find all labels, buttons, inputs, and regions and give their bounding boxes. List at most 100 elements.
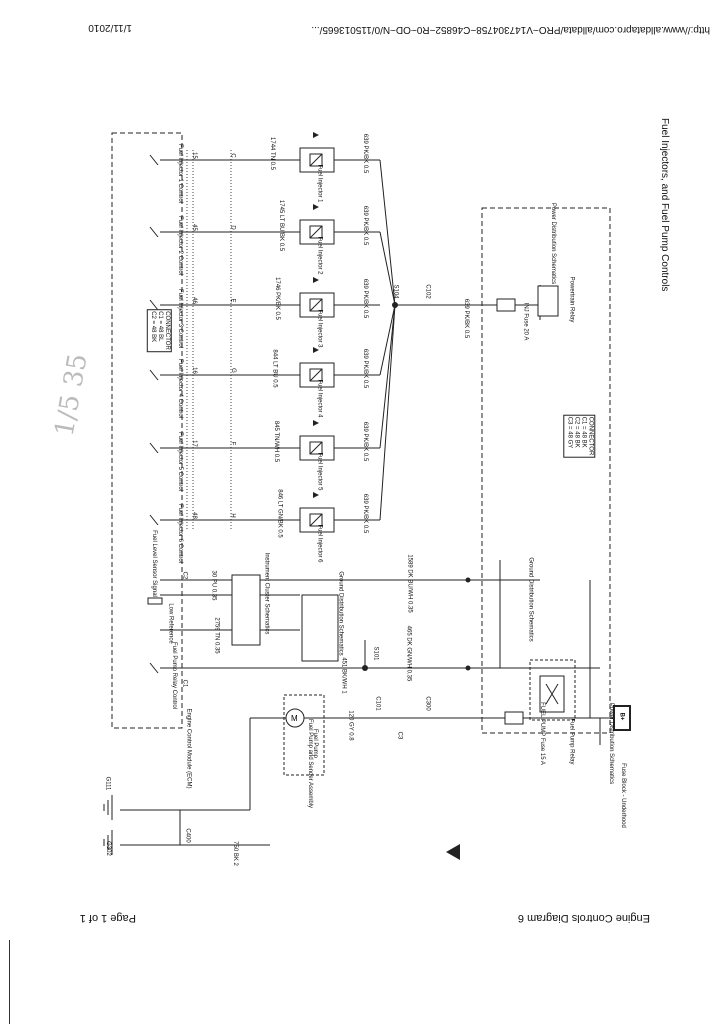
fuse-block-label: Fuse Block - Underhood — [619, 763, 626, 828]
ecm-inj1-label: Fuel Injector 1 Control — [177, 143, 184, 204]
inj1-feed-label: 639 PK/BK 0.5 — [362, 133, 369, 174]
fuel-level-resistor — [147, 597, 163, 605]
power-dist-bottom-label: Power Distribution Schematics — [608, 702, 615, 785]
conn-pin-c: C — [229, 153, 236, 158]
ecm-connector-legend: CONNECTOR C1 = 48 BL C2 = 48 BK — [146, 309, 172, 352]
bus-6 — [379, 304, 396, 521]
bus-5 — [379, 304, 396, 449]
motor-m: M — [291, 714, 298, 723]
inj5-feed-label: 639 PK/BK 0.5 — [362, 421, 369, 462]
ecm-pin-15: 15 — [190, 152, 197, 159]
ground-g302: G302 — [104, 841, 111, 856]
instrument-schematic-box — [231, 574, 261, 646]
inj6-wire-label: 846 LT GN/BK 0.5 — [276, 489, 283, 538]
ecm-inj4-label: Fuel Injector 4 Control — [177, 358, 184, 419]
injector-3-symbol — [299, 292, 335, 318]
inj4-feed-label: 639 PK/BK 0.5 — [362, 348, 369, 389]
powertrain-relay-symbol — [537, 285, 559, 317]
fuel-pump-motor-symbol — [285, 708, 305, 728]
inj5-name: Fuel Injector 5 — [316, 452, 323, 491]
splice-s101 — [362, 665, 368, 671]
c102-label: C102 — [424, 284, 431, 299]
fuel-pump-relay-label: Fuel Pump Relay — [568, 718, 575, 765]
bus-2 — [379, 231, 396, 306]
inj4-wire-label: 844 LT BU 0.5 — [271, 349, 278, 388]
power-dist-top-label: Power Distribution Schematics — [550, 202, 557, 285]
wire-2759-label: 2759 TN 0.35 — [213, 617, 220, 654]
ground-schematic-box — [301, 594, 339, 662]
instrument-schematic-label: Instrument Cluster Schematics — [263, 552, 270, 635]
inj5-wire-label: 845 TN/WH 0.5 — [273, 420, 280, 463]
inj2-name: Fuel Injector 2 — [316, 236, 323, 275]
injector-1-symbol — [299, 147, 335, 173]
splice-s104 — [392, 302, 398, 308]
conn-pin-e: E — [229, 298, 236, 303]
conn-pin-h: H — [229, 513, 236, 518]
c400-label: C400 — [184, 828, 191, 843]
ecm-pin-45: 45 — [190, 224, 197, 231]
c300-label: C300 — [424, 696, 431, 711]
conn-pin-d: D — [229, 225, 236, 230]
injector-markers — [313, 132, 319, 498]
wire-750-label: 750 BK 2 — [231, 841, 238, 866]
ecm-inj5-label: Fuel Injector 5 Control — [177, 431, 184, 492]
battery-label: B+ — [618, 712, 625, 721]
s101-label: S101 — [372, 646, 379, 661]
wire-465-label: 465 DK GN/WH 0.35 — [405, 625, 412, 682]
junction-1 — [465, 577, 471, 583]
fuel-pump-assembly-outline — [283, 694, 325, 776]
c2-label: C2 — [181, 571, 188, 580]
inj3-wire-label: 1746 PK/BK 0.5 — [273, 277, 280, 320]
low-reference-label: Low Reference — [167, 603, 174, 644]
inj1-name: Fuel Injector 1 — [316, 164, 323, 203]
fuel-pump-fuse-label: FUEL PUMP Fuse 15 A — [538, 702, 545, 765]
ecm-pin-16: 16 — [190, 367, 197, 374]
ecm-pin-48: 48 — [190, 512, 197, 519]
injector-6-symbol — [299, 507, 335, 533]
wire-1589-label: 1589 DK BU/WH 0.35 — [406, 554, 413, 613]
fuse-block-outline — [481, 207, 611, 734]
splice-label: S104 — [392, 284, 399, 299]
ecm-inj6-label: Fuel Injector 6 Control — [177, 503, 184, 564]
injector-5-symbol — [299, 435, 335, 461]
ground-g111: G111 — [104, 776, 111, 791]
inj3-name: Fuel Injector 3 — [316, 309, 323, 348]
junction-2 — [465, 665, 471, 671]
ecm-outline — [111, 132, 183, 729]
fuel-pump-fuse-symbol — [504, 711, 524, 725]
injector-2-symbol — [299, 219, 335, 245]
bus-4 — [379, 304, 396, 376]
fuel-level-label: Fuel Level Sensor Signal — [150, 530, 157, 597]
ecm-pin-46: 46 — [190, 297, 197, 304]
ecm-inj3-label: Fuel Injector 3 Control — [177, 288, 184, 349]
inj-fuse-symbol — [496, 298, 516, 312]
fuel-pump-relay-symbol — [539, 675, 565, 713]
inj-fuse-label: INJ Fuse 20 A — [522, 302, 529, 341]
ecm-switches — [149, 154, 159, 674]
ground-dist-label-2: Ground Distribution Schematics — [527, 557, 534, 642]
ecm-label: Engine Control Module (ECM) — [185, 708, 192, 789]
bus-1 — [379, 159, 396, 306]
inj6-name: Fuel Injector 6 — [316, 524, 323, 563]
injector-4-symbol — [299, 362, 335, 388]
margin-line — [9, 940, 10, 1024]
inj3-feed-label: 639 PK/BK 0.5 — [362, 278, 369, 319]
c1-label: C1 — [181, 679, 188, 688]
fuel-pump-assembly-label: Fuel Pump and Sender Assembly — [307, 718, 314, 809]
inj4-name: Fuel Injector 4 — [316, 379, 323, 418]
fuel-pump-relay-control-label: Fuel Pump Relay Control — [171, 641, 178, 710]
right-connector-legend: CONNECTOR C1 = 48 BK C2 = 48 BK C3 = 48 … — [563, 414, 596, 458]
esd-warning-icon — [446, 844, 460, 860]
relay-outline — [529, 659, 576, 721]
ecm-pin-17: 17 — [190, 440, 197, 447]
inj2-wire-label: 1745 LT BU/BK 0.5 — [278, 199, 285, 252]
relay-coil-x — [545, 683, 559, 705]
c101-label: C101 — [374, 696, 381, 711]
injector-symbols — [299, 147, 335, 533]
wire-451-label: 451 BK/WH 1 — [340, 657, 347, 694]
inj1-wire-label: 1744 TN 0.5 — [268, 137, 275, 170]
c3-label: C3 — [396, 731, 403, 740]
wire-639-label: 639 PK/BK 0.5 — [463, 298, 470, 339]
powertrain-relay-label: Powertrain Relay — [568, 276, 575, 323]
inj6-feed-label: 639 PK/BK 0.5 — [362, 493, 369, 534]
